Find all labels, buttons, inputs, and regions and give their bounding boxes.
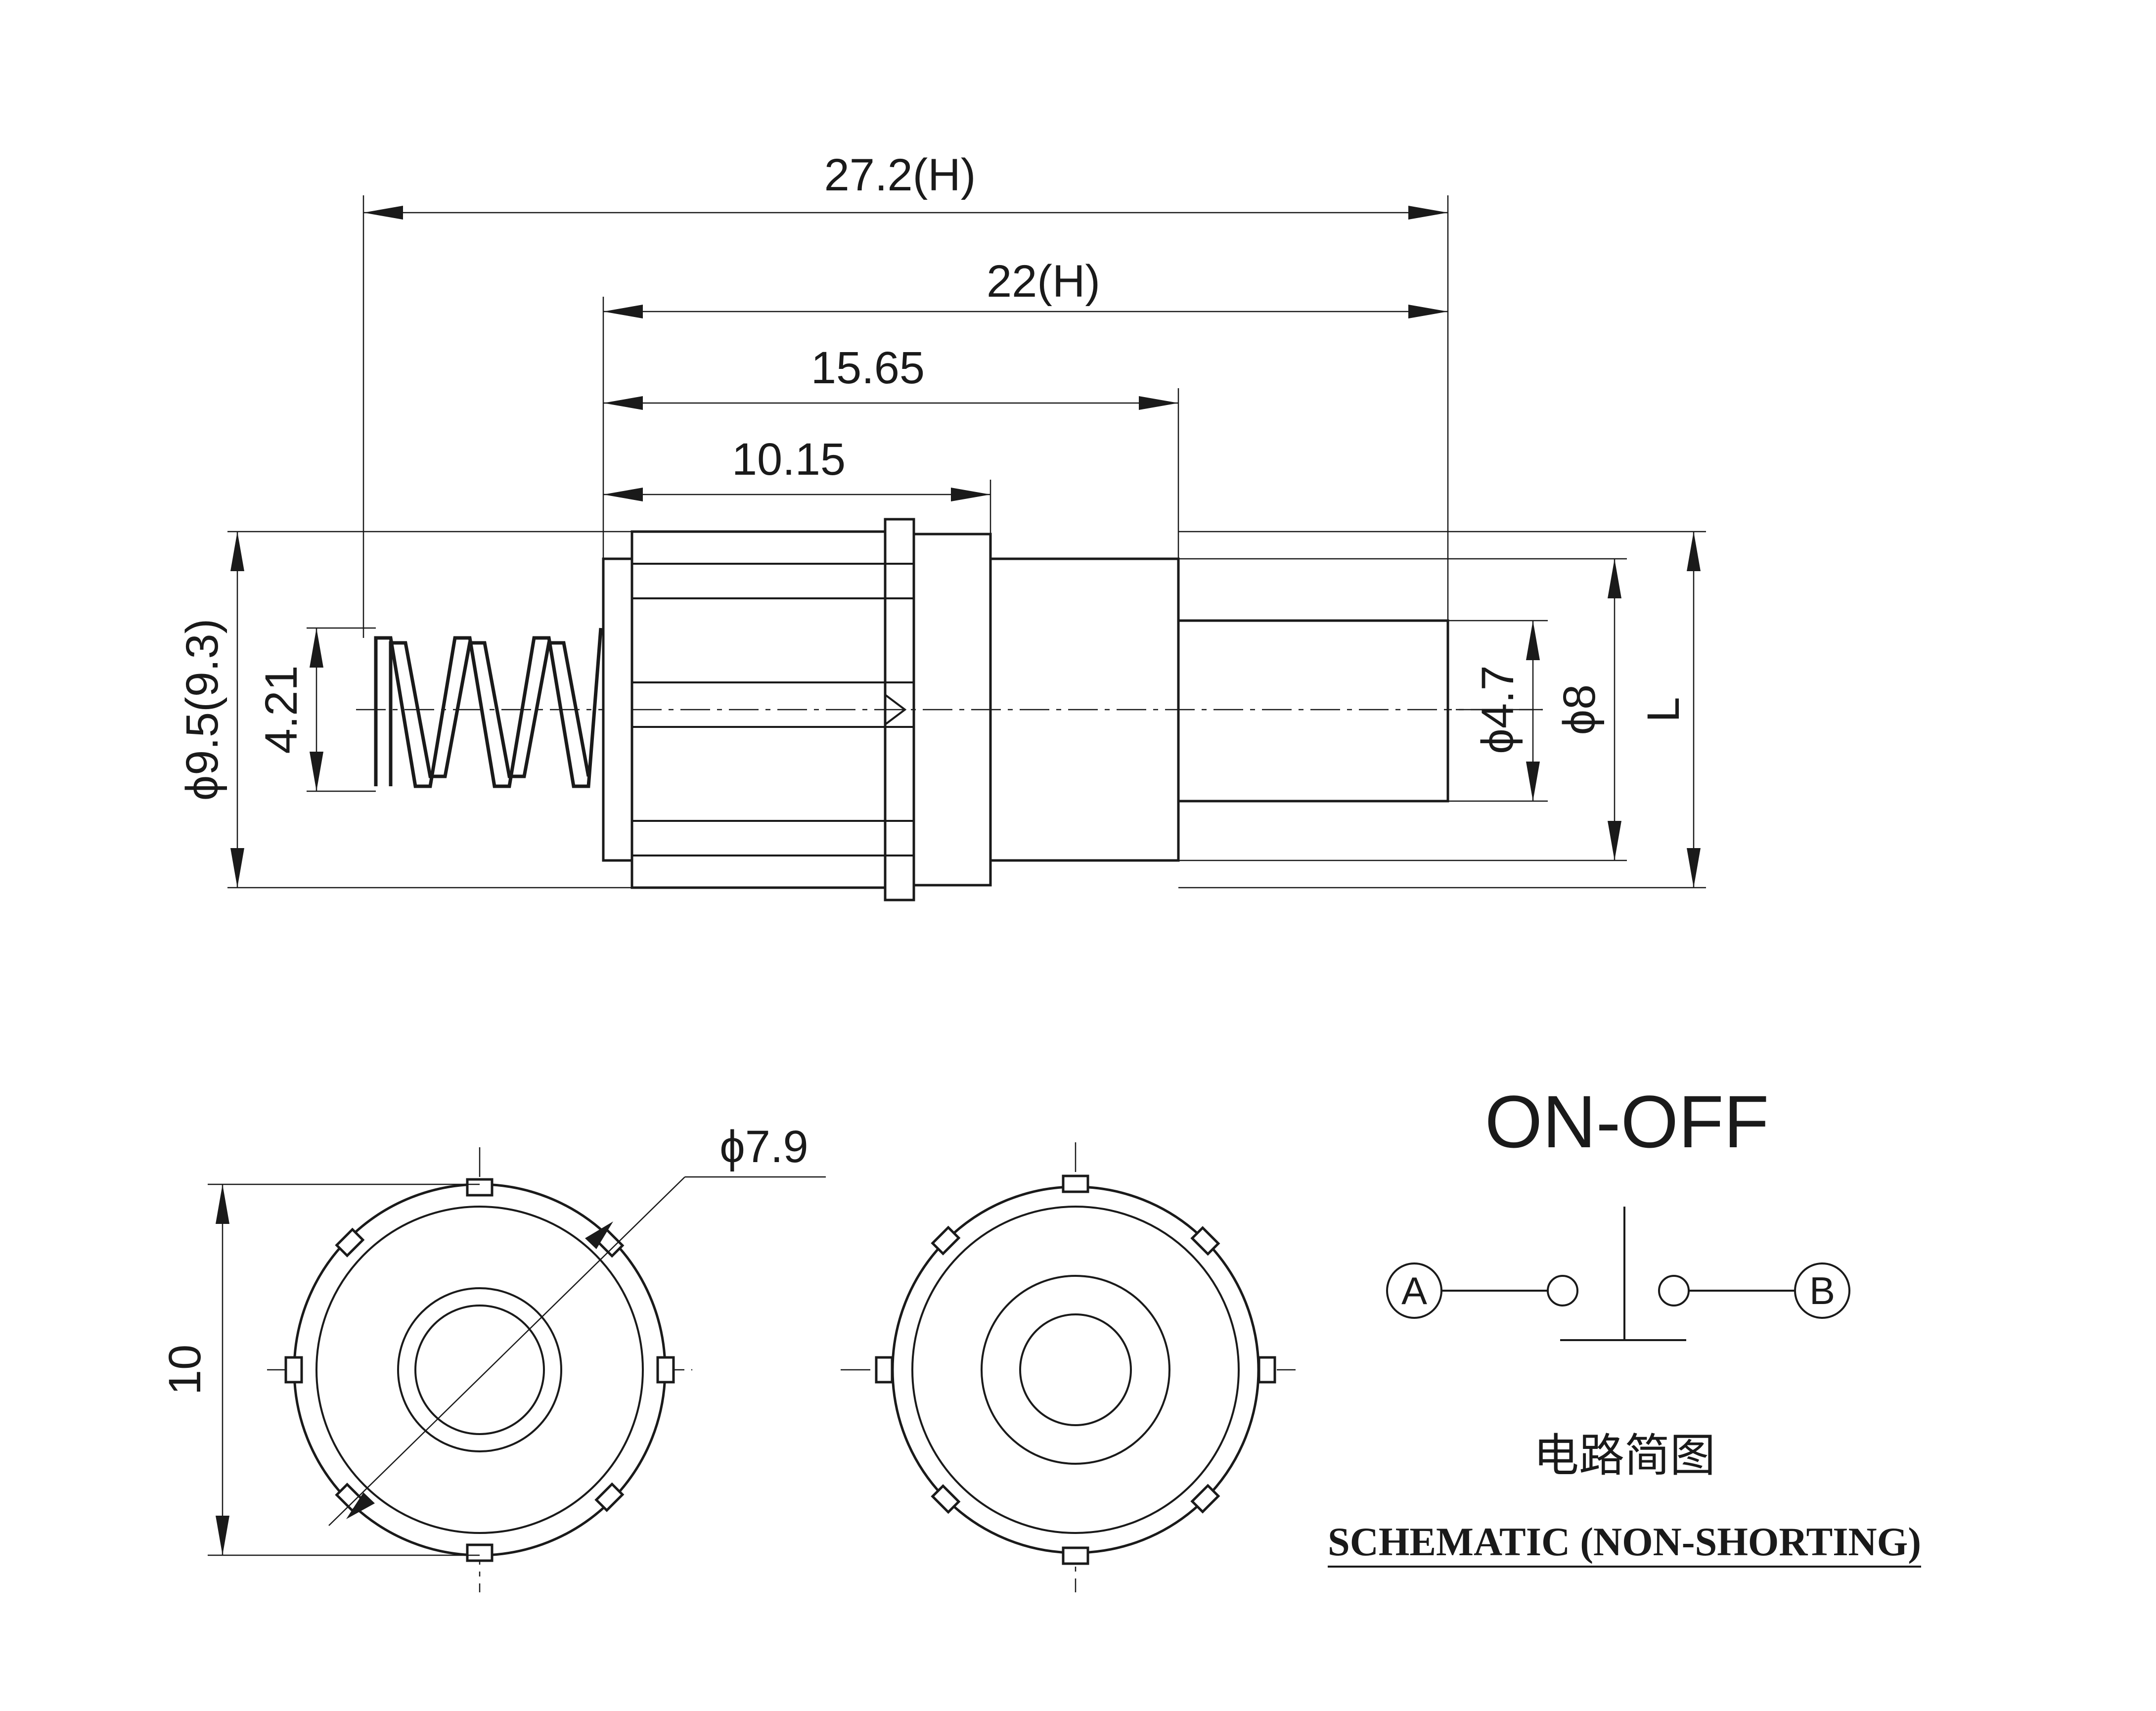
- schematic-caption-en: SCHEMATIC (NON-SHORTING): [1328, 1519, 1921, 1564]
- schematic-caption-cn: 电路简图: [1533, 1429, 1715, 1482]
- rear-view: [841, 1142, 1296, 1592]
- side-view: 27.2(H) 22(H) 15.65 10.15 ϕ9.5(9.3): [177, 150, 1706, 901]
- rear-tab: [1190, 1484, 1220, 1514]
- flange-length-label: 10.15: [732, 434, 846, 485]
- shaft-diameter-label: ϕ8: [1554, 684, 1605, 735]
- terminal-a-label: A: [1401, 1269, 1427, 1312]
- dim-length: L: [1638, 532, 1701, 888]
- dim-body-height: 22(H): [603, 256, 1448, 318]
- rear-tab: [1258, 1356, 1276, 1384]
- schematic: ON-OFF A B 电路简图 SCHEMATIC (NON-SHORTING): [1328, 1080, 1921, 1568]
- inner-diameter-label: ϕ7.9: [719, 1122, 808, 1172]
- leader-arrow: [585, 1221, 613, 1249]
- terminal-b-label: B: [1809, 1269, 1835, 1312]
- outer-diameter-label: ϕ9.5(9.3): [177, 619, 227, 801]
- leader-arrow: [346, 1492, 375, 1519]
- spring-inner: [389, 641, 590, 786]
- face-width-label: 10: [160, 1345, 210, 1395]
- rear-middle-ring: [911, 1206, 1240, 1534]
- dim-face-width: 10: [160, 1184, 229, 1555]
- tip-diameter-label: ϕ4.7: [1473, 665, 1523, 754]
- dim-outer-diameter: ϕ9.5(9.3): [177, 532, 244, 888]
- rear-tab: [1062, 1174, 1089, 1193]
- step-length-label: 15.65: [811, 343, 925, 393]
- rear-tab: [1062, 1546, 1089, 1565]
- contact-b: [1658, 1275, 1690, 1306]
- washer: [602, 557, 633, 862]
- rear-tab: [931, 1484, 961, 1514]
- spring: [374, 628, 603, 788]
- schematic-title: ON-OFF: [1485, 1080, 1769, 1163]
- rear-tab: [875, 1356, 894, 1384]
- overall-height-label: 27.2(H): [824, 150, 976, 200]
- tip: [1177, 619, 1449, 803]
- spring-diameter-label: 4.21: [256, 665, 307, 754]
- rear-bore: [1019, 1313, 1132, 1426]
- rear-tab: [1190, 1226, 1220, 1256]
- terminal-b-circle: [1794, 1262, 1850, 1319]
- front-tab: [466, 1543, 494, 1562]
- dim-spring-diameter: 4.21: [256, 628, 323, 791]
- front-tab: [284, 1356, 303, 1384]
- length-label: L: [1638, 697, 1689, 722]
- dim-shaft-diameter: ϕ8: [1554, 559, 1621, 860]
- nut-body: [630, 530, 915, 889]
- front-tab: [656, 1356, 675, 1384]
- front-tab: [335, 1227, 365, 1258]
- body-height-label: 22(H): [987, 256, 1100, 307]
- front-middle-ring: [315, 1206, 644, 1534]
- rear-tab: [931, 1225, 961, 1256]
- front-tab: [466, 1178, 494, 1197]
- rear-inner-ring: [981, 1275, 1170, 1465]
- front-tab: [594, 1482, 625, 1512]
- inner-diameter-leader: [328, 1176, 685, 1526]
- front-view: ϕ7.9 10: [160, 1122, 826, 1592]
- contact-a: [1547, 1275, 1578, 1306]
- dim-tip-diameter: ϕ4.7: [1473, 621, 1540, 801]
- front-bore: [414, 1305, 545, 1435]
- dim-step-length: 15.65: [603, 343, 1178, 410]
- dim-overall-height: 27.2(H): [363, 150, 1448, 220]
- nut-notch: [884, 694, 907, 725]
- front-inner-ring: [397, 1287, 562, 1452]
- dim-flange-length: 10.15: [603, 434, 990, 501]
